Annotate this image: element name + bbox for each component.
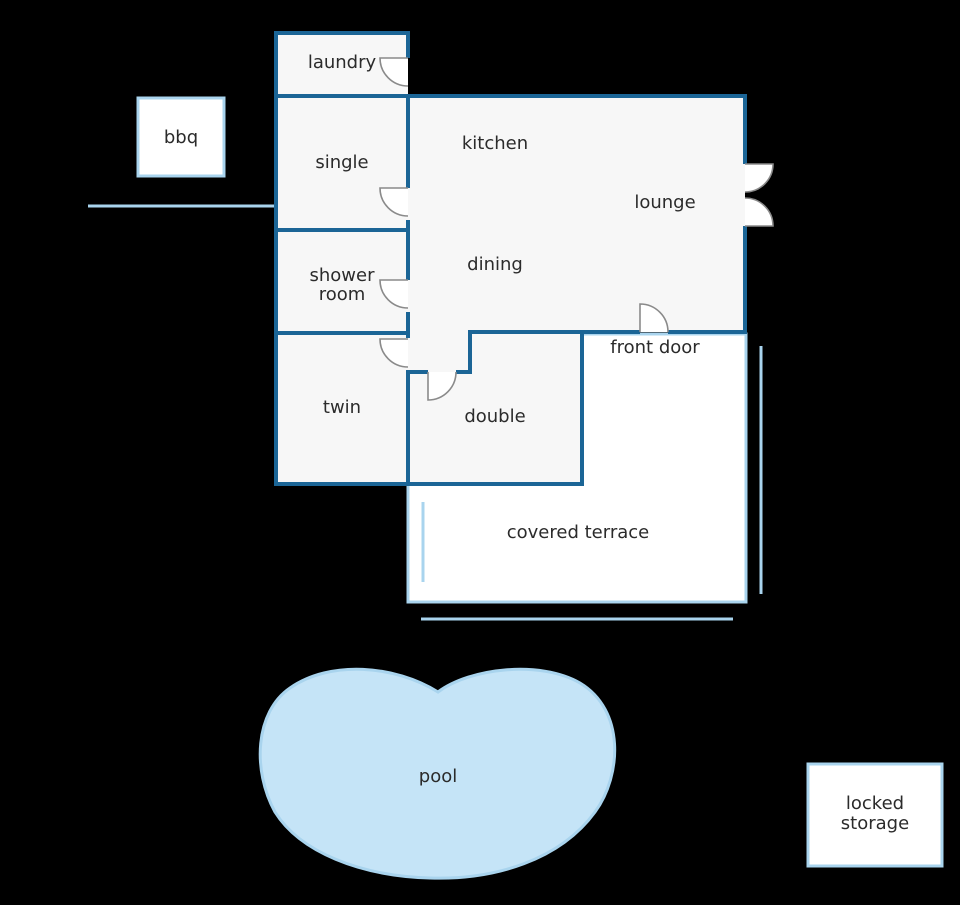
label-front-door: front door <box>610 337 700 358</box>
label-locked-storage-line1: locked <box>846 793 904 814</box>
label-locked-storage-line2: storage <box>841 813 909 834</box>
bbq-area <box>136 96 226 178</box>
doors <box>379 57 774 401</box>
label-shower-room-line2: room <box>319 284 366 305</box>
label-kitchen: kitchen <box>462 133 528 154</box>
laundry-door-icon <box>379 57 409 87</box>
walls <box>274 31 747 486</box>
single-room <box>276 96 408 230</box>
single-door-icon <box>379 187 409 217</box>
label-laundry: laundry <box>308 52 377 73</box>
room-labels: laundry single shower room twin kitchen … <box>164 52 909 834</box>
lounge-french-door-bottom-icon <box>744 197 774 227</box>
room-fills <box>276 33 745 484</box>
label-single: single <box>315 152 368 173</box>
label-bbq: bbq <box>164 127 198 148</box>
label-double: double <box>464 406 525 427</box>
label-pool: pool <box>419 766 457 787</box>
double-door-icon <box>427 371 457 401</box>
front-door-icon <box>639 303 669 333</box>
label-lounge: lounge <box>634 192 695 213</box>
twin-door-icon <box>379 338 409 368</box>
label-dining: dining <box>467 254 523 275</box>
label-twin: twin <box>323 397 361 418</box>
main-living-area <box>408 96 745 372</box>
label-covered-terrace: covered terrace <box>507 522 649 543</box>
locked-storage-area <box>806 762 944 868</box>
pool-shape <box>258 667 617 880</box>
twin-room <box>276 334 408 484</box>
label-shower-room-line1: shower <box>310 265 376 286</box>
double-room <box>408 334 582 484</box>
lounge-french-door-top-icon <box>744 163 774 193</box>
shower-door-icon <box>379 279 409 309</box>
